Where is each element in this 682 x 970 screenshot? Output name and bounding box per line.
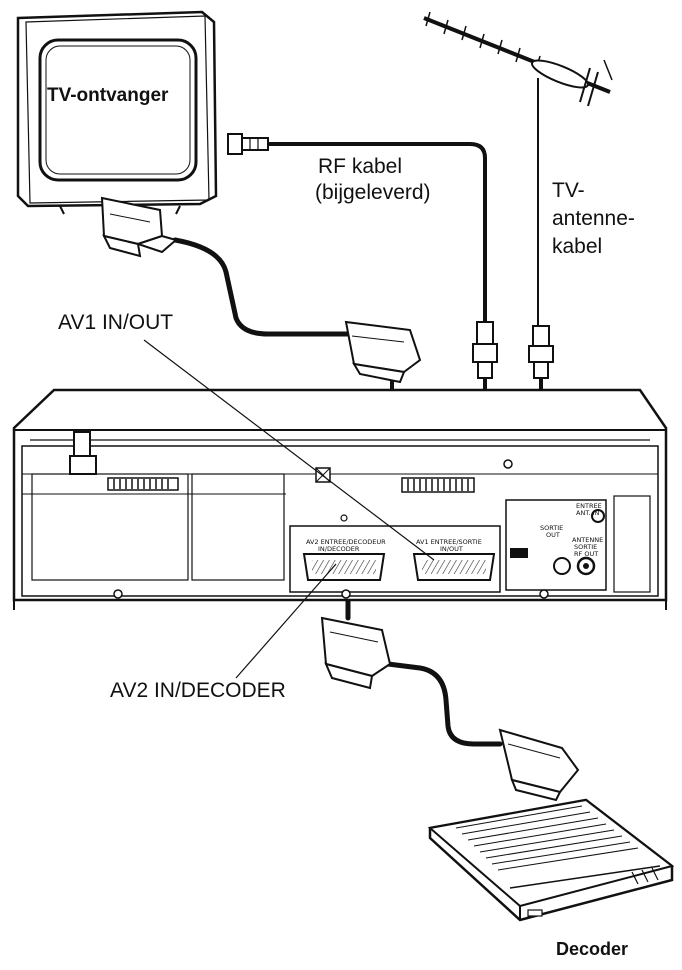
antenna-in-label-bottom: ANT. IN: [576, 509, 600, 517]
rf-out-label-bottom: RF OUT: [574, 550, 598, 558]
antenna-cable-label-line2: antenne-: [552, 207, 635, 230]
av2-socket-label-top: AV2 ENTREE/DECODEUR: [306, 538, 386, 546]
tv-label: TV-ontvanger: [47, 85, 169, 106]
scart-cable-decoder: [385, 661, 503, 747]
antenna-plug-vcr: [528, 325, 554, 379]
ant-in-socket: [591, 509, 605, 523]
antenna-in-label-top: ENTREE: [576, 502, 602, 510]
decoder-box: [427, 798, 675, 922]
av2-label: AV2 IN/DECODER: [110, 679, 286, 702]
av1-label: AV1 IN/OUT: [58, 311, 174, 334]
rf-plug-tv: [227, 133, 269, 155]
decoder-label: Decoder: [556, 939, 629, 959]
rf-plug-vcr: [472, 321, 498, 379]
av1-socket-label-bottom: IN/OUT: [440, 545, 463, 553]
leader-lines: [143, 339, 435, 679]
rf-out-label-top: ANTENNE: [572, 536, 603, 544]
antenna-cable-label-line1: TV-: [552, 179, 585, 202]
vcr-panel-text: AV2 ENTREE/DECODEUR IN/DECODER AV1 ENTRE…: [306, 502, 603, 558]
rf-out-label-mid: SORTIE: [574, 543, 597, 551]
scart-plug-av1: [344, 320, 422, 384]
rf-cable: [268, 142, 487, 324]
sortie-socket: [553, 557, 571, 575]
vcr-rear-panel: [12, 388, 668, 610]
av2-socket-label-bottom: IN/DECODER: [318, 545, 360, 553]
rf-cable-label-line1: RF kabel: [318, 155, 403, 178]
scart-cable-tv: [172, 237, 351, 337]
scart-plug-av2: [320, 616, 392, 690]
sortie-label-bottom: OUT: [546, 531, 560, 539]
rf-cable-label-line2: (bijgeleverd): [315, 181, 431, 204]
tv-receiver: [16, 10, 218, 215]
tv-antenna: [423, 11, 613, 326]
tv-screen: [38, 38, 198, 182]
scart-plug-decoder: [498, 728, 580, 802]
antenna-cable-label-line3: kabel: [552, 235, 603, 258]
scart-plug-tv: [100, 196, 179, 258]
av1-socket-label-top: AV1 ENTREE/SORTIE: [416, 538, 482, 546]
sortie-label-top: SORTIE: [540, 524, 563, 532]
